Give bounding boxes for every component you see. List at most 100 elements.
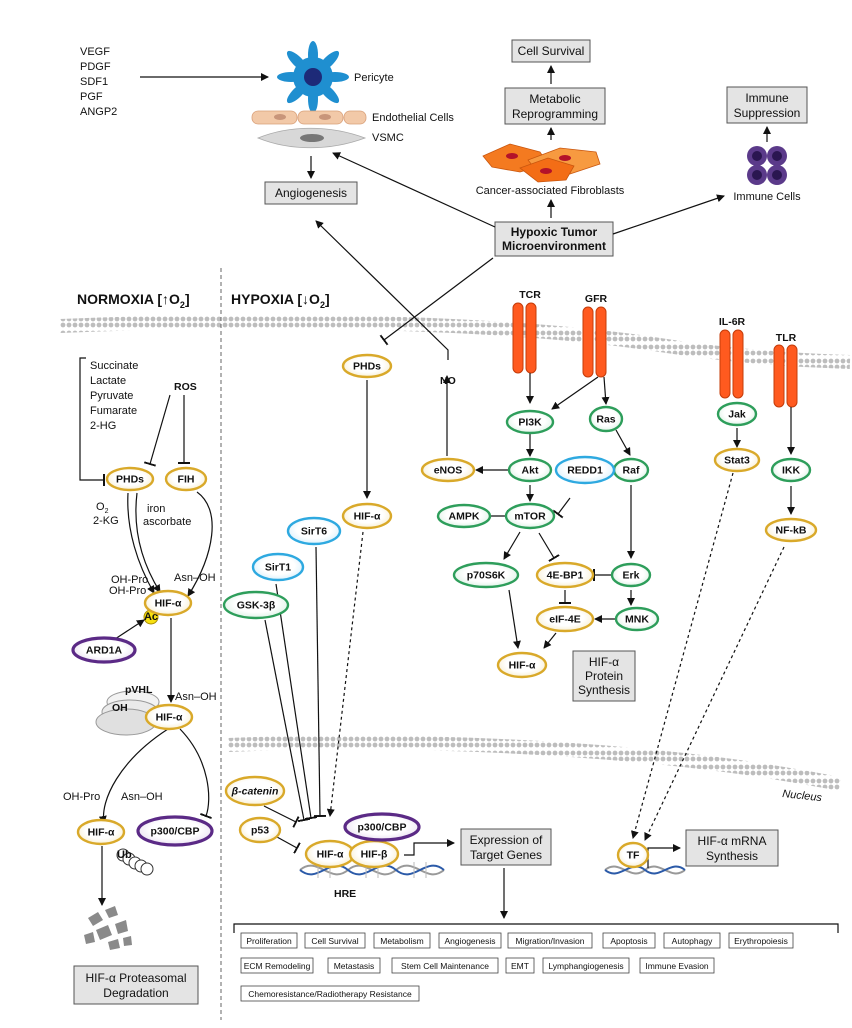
degraded-protein-fragments bbox=[84, 906, 132, 950]
protein-text-3: Synthesis bbox=[578, 683, 630, 697]
outcome-tag-text: Proliferation bbox=[246, 936, 292, 946]
cell-survival-box bbox=[511, 39, 591, 63]
phds-normoxia-node: PHDs bbox=[105, 466, 155, 492]
phds-hypoxia-node-label: PHDs bbox=[353, 361, 381, 373]
tlr-receptor bbox=[773, 344, 798, 408]
protein-synthesis-box bbox=[572, 650, 636, 702]
endothelial-label: Endothelial Cells bbox=[372, 112, 454, 124]
redd1-node-label: REDD1 bbox=[567, 465, 603, 477]
vsmc-label: VSMC bbox=[372, 132, 404, 144]
akt-node-label: Akt bbox=[522, 465, 539, 477]
hypoxic-tme-box bbox=[494, 221, 614, 257]
tcr-label: TCR bbox=[519, 289, 541, 301]
ubiquitin-chain bbox=[116, 848, 154, 876]
raf-node-label: Raf bbox=[623, 465, 640, 477]
svg-text:ANGP2: ANGP2 bbox=[80, 106, 117, 118]
4ebp1-node-label: 4E-BP1 bbox=[547, 570, 584, 582]
outcome-tag: Proliferation bbox=[240, 932, 298, 949]
nfkb-node-label: NF-kB bbox=[776, 525, 807, 537]
protein-text-1: HIF-α bbox=[589, 655, 619, 669]
p53-node-label: p53 bbox=[251, 825, 269, 837]
akt-node: Akt bbox=[507, 457, 553, 483]
outcome-tag-text: Metastasis bbox=[334, 961, 375, 971]
pi3k-node: PI3K bbox=[505, 409, 555, 435]
asn-oh-label-2: Asn–OH bbox=[175, 691, 217, 703]
hif-a-node-nucleus: HIF-α bbox=[304, 839, 356, 869]
ard1a-node-label: ARD1A bbox=[86, 645, 123, 657]
outcome-tag: Stem Cell Maintenance bbox=[391, 957, 499, 974]
oh-label: OH bbox=[112, 702, 128, 714]
p70s6k-node-label: p70S6K bbox=[467, 570, 506, 582]
ard1a-node: ARD1A bbox=[71, 636, 137, 664]
hif-a-node-nucleus-label: HIF-α bbox=[317, 849, 344, 861]
erk-node: Erk bbox=[610, 562, 652, 588]
outcome-tag: Apoptosis bbox=[602, 932, 656, 949]
dna-helix-tf bbox=[604, 865, 686, 875]
2kg-label: 2-KG bbox=[93, 515, 119, 527]
target-genes-text-1: Expression of bbox=[470, 833, 543, 847]
oh-pro-label-3: OH-Pro bbox=[63, 791, 100, 803]
outcome-tag: Cell Survival bbox=[304, 932, 366, 949]
outcome-tag: Lymphangiogenesis bbox=[542, 957, 630, 974]
sirt6-node: SirT6 bbox=[286, 516, 342, 546]
4ebp1-node: 4E-BP1 bbox=[535, 561, 595, 589]
tcr-receptor bbox=[512, 302, 537, 374]
hif-a-node-pvhl-label: HIF-α bbox=[156, 712, 183, 724]
svg-text:2-HG: 2-HG bbox=[90, 420, 116, 432]
angiogenesis-text: Angiogenesis bbox=[275, 186, 347, 200]
tlr-label: TLR bbox=[776, 332, 797, 344]
fibroblast-icon bbox=[482, 143, 601, 183]
outcomes-bracket bbox=[233, 923, 839, 933]
outcome-tag-text: Apoptosis bbox=[610, 936, 647, 946]
hif-a-node-synthesis: HIF-α bbox=[496, 651, 548, 679]
stat3-node-label: Stat3 bbox=[724, 455, 750, 467]
outcome-tag-text: Angiogenesis bbox=[444, 936, 495, 946]
pericyte-label: Pericyte bbox=[354, 72, 394, 84]
p70s6k-node: p70S6K bbox=[452, 561, 520, 589]
p300cbp-node-hypoxia-label: p300/CBP bbox=[357, 822, 406, 834]
sirt6-node-label: SirT6 bbox=[301, 526, 327, 538]
oh-pro-label-2: OH-Pro bbox=[109, 585, 146, 597]
metabolic-text-2: Reprogramming bbox=[512, 107, 598, 121]
oh-pro-label-1: OH-Pro bbox=[111, 574, 148, 586]
ras-node-label: Ras bbox=[596, 414, 615, 426]
ampk-node: AMPK bbox=[436, 503, 492, 529]
eif4e-node: eIF-4E bbox=[535, 605, 595, 633]
endothelial-cells-icon bbox=[251, 110, 367, 125]
hif-a-node-ub-label: HIF-α bbox=[88, 827, 115, 839]
svg-text:VEGF: VEGF bbox=[80, 46, 110, 58]
redd1-node: REDD1 bbox=[554, 455, 616, 485]
nucleus-label: Nucleus bbox=[782, 788, 823, 804]
mtor-node-label: mTOR bbox=[514, 511, 546, 523]
gfr-label: GFR bbox=[585, 293, 608, 305]
cell-survival-text: Cell Survival bbox=[518, 44, 585, 58]
hif-a-node-phds-label: HIF-α bbox=[354, 511, 381, 523]
growth-factor-list: VEGF PDGF SDF1 PGF ANGP2 bbox=[80, 46, 117, 118]
mnk-node: MNK bbox=[614, 606, 660, 632]
svg-text:Lactate: Lactate bbox=[90, 375, 126, 387]
no-label: NO bbox=[440, 375, 456, 387]
mrna-synthesis-box bbox=[685, 829, 779, 867]
fih-node-label: FIH bbox=[178, 474, 195, 486]
enos-node: eNOS bbox=[420, 457, 476, 483]
gsk3b-node-label: GSK-3β bbox=[237, 600, 276, 612]
hif-a-node-synthesis-label: HIF-α bbox=[509, 660, 536, 672]
hypoxia-header: HYPOXIA [↓O2] bbox=[231, 291, 330, 310]
svg-text:PDGF: PDGF bbox=[80, 61, 111, 73]
sirt1-node: SirT1 bbox=[251, 552, 305, 582]
eif4e-node-label: eIF-4E bbox=[549, 614, 581, 626]
enos-node-label: eNOS bbox=[434, 465, 463, 477]
svg-text:Succinate: Succinate bbox=[90, 360, 138, 372]
outcome-tag: Migration/Invasion bbox=[507, 932, 593, 949]
hif-a-node-acetyl-label: HIF-α bbox=[155, 598, 182, 610]
ikk-node-label: IKK bbox=[782, 465, 801, 477]
outcome-tag-text: Immune Evasion bbox=[645, 961, 709, 971]
nfkb-node: NF-kB bbox=[764, 517, 818, 543]
iron-label: iron bbox=[147, 503, 165, 515]
metabolic-text-1: Metabolic bbox=[529, 92, 580, 106]
phds-hypoxia-node: PHDs bbox=[341, 353, 393, 379]
hif-a-node-acetyl: HIF-α bbox=[143, 589, 193, 617]
outcome-tag: Metabolism bbox=[373, 932, 431, 949]
b-catenin-node-label: β-catenin bbox=[231, 786, 279, 798]
asn-oh-label-1: Asn–OH bbox=[174, 572, 216, 584]
